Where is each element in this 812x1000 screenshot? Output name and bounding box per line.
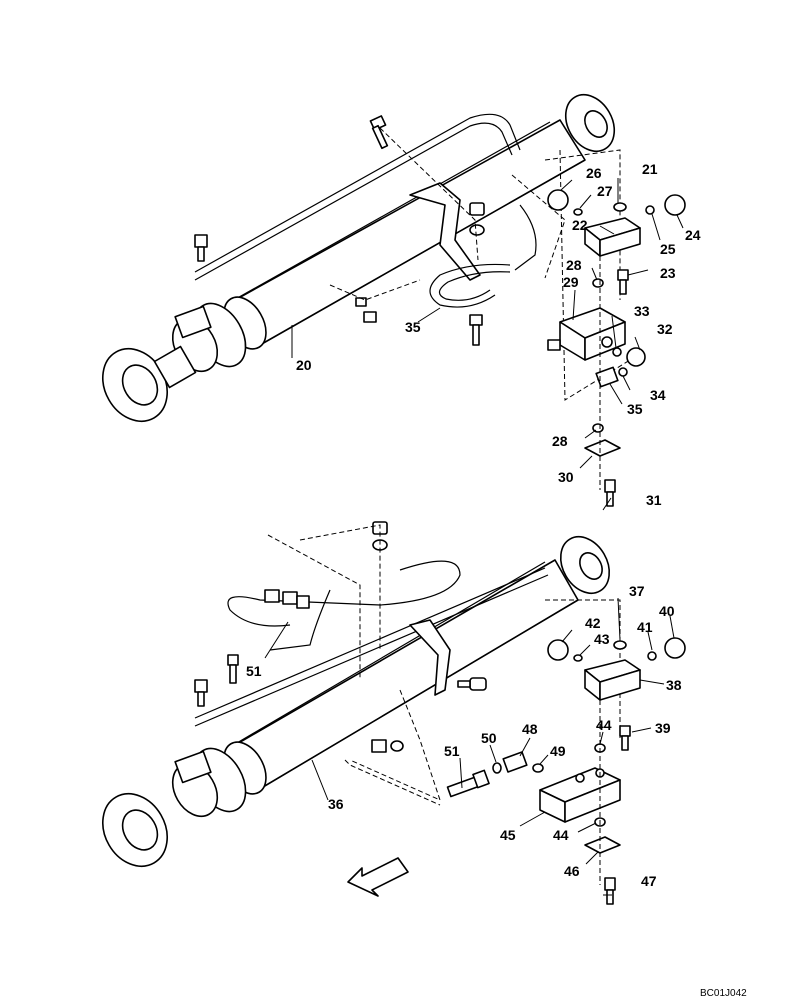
lower-screw-47-icon [604, 877, 616, 905]
lower-oring-50 [492, 762, 502, 774]
lower-fitting-42 [547, 639, 569, 661]
upper-clamp [409, 182, 481, 281]
upper-fitting-b [363, 311, 377, 323]
upper-cylinder-barrel [171, 119, 586, 373]
callout-43: 43 [594, 631, 610, 647]
upper-rod-eye [102, 345, 197, 422]
upper-valve-29 [547, 307, 626, 361]
lower-oring-49 [532, 763, 544, 773]
lower-fitting-48 [502, 751, 528, 773]
direction-arrow-icon [347, 857, 409, 897]
lower-mount-block [174, 750, 212, 784]
callout-28a: 28 [566, 257, 582, 273]
lower-oring-43 [573, 654, 583, 662]
lower-hose-loop [227, 560, 461, 627]
callout-41: 41 [637, 619, 653, 635]
callout-35b: 35 [627, 401, 643, 417]
lower-oring-37 [613, 640, 627, 650]
upper-mount-block [174, 305, 212, 339]
upper-bolt-icon [369, 115, 389, 150]
lower-bolt-icon [227, 654, 239, 684]
lower-rod-eye [102, 793, 168, 867]
upper-hose-loop [429, 263, 511, 308]
leader-lines [264, 178, 684, 896]
callout-48: 48 [522, 721, 538, 737]
lower-plug-40 [664, 637, 686, 659]
callout-46: 46 [564, 863, 580, 879]
callout-33: 33 [634, 303, 650, 319]
upper-cylinder-assembly [102, 93, 686, 507]
callout-labels: 20 21 22 23 24 25 26 27 28 29 30 31 32 3… [246, 161, 701, 889]
upper-plug-24 [664, 194, 686, 216]
lower-plate-46 [584, 836, 621, 854]
lower-manifold-block-38 [584, 659, 641, 701]
callout-25: 25 [660, 241, 676, 257]
callout-42: 42 [585, 615, 601, 631]
upper-screw-23-icon [617, 269, 629, 295]
lower-head-eye [559, 535, 611, 595]
callout-29: 29 [563, 274, 579, 290]
upper-fitting-26 [547, 189, 569, 211]
callout-32: 32 [657, 321, 673, 337]
callout-31: 31 [646, 492, 662, 508]
upper-oring-34 [618, 367, 628, 377]
lower-clamp [409, 619, 451, 696]
lower-fitting-cluster [264, 589, 310, 609]
callout-24: 24 [685, 227, 701, 243]
callout-44a: 44 [596, 717, 612, 733]
callout-51b: 51 [444, 743, 460, 759]
upper-oring-28a [592, 278, 604, 288]
upper-screw-icon [469, 314, 483, 346]
callout-40: 40 [659, 603, 675, 619]
lower-screw-icon [457, 677, 487, 691]
upper-screw-31-icon [604, 479, 616, 507]
upper-small-bolt-icon [194, 234, 208, 262]
upper-oring-25 [645, 205, 655, 215]
callout-20: 20 [296, 357, 312, 373]
lower-valve-45 [539, 767, 621, 823]
upper-nut [469, 202, 485, 216]
upper-oring-27 [573, 208, 583, 216]
lower-small-bolt-icon [194, 679, 208, 707]
lower-adapter-51 [446, 769, 490, 798]
upper-fitting-32 [626, 347, 646, 367]
upper-manifold-block [584, 217, 641, 257]
callout-26: 26 [586, 165, 602, 181]
upper-oring-21 [613, 202, 627, 212]
callout-45: 45 [500, 827, 516, 843]
callout-51a: 51 [246, 663, 262, 679]
upper-washer [469, 224, 485, 236]
upper-oring-33 [612, 347, 622, 357]
callout-35a: 35 [405, 319, 421, 335]
callout-22: 22 [572, 217, 588, 233]
callout-34: 34 [650, 387, 666, 403]
callout-39: 39 [655, 720, 671, 736]
upper-fitting-a [355, 297, 367, 307]
callout-30: 30 [558, 469, 574, 485]
lower-nut-b [371, 739, 387, 753]
callout-36: 36 [328, 796, 344, 812]
lower-oring-41 [647, 651, 657, 661]
upper-tube-line [194, 113, 521, 273]
lower-washer-b [390, 740, 404, 752]
callout-21: 21 [642, 161, 658, 177]
callout-28b: 28 [552, 433, 568, 449]
callout-47: 47 [641, 873, 657, 889]
callout-23: 23 [660, 265, 676, 281]
callout-27: 27 [597, 183, 613, 199]
upper-adapter-35 [595, 366, 619, 388]
callout-37: 37 [629, 583, 645, 599]
lower-screw-39-icon [619, 725, 631, 751]
upper-head-eye [564, 93, 616, 153]
lower-cylinder-barrel [171, 559, 579, 818]
callout-44b: 44 [553, 827, 569, 843]
drawing-code: BC01J042 [700, 988, 747, 999]
lower-tube-line [194, 567, 546, 719]
callout-50: 50 [481, 730, 497, 746]
upper-plate-30 [584, 439, 621, 457]
callout-49: 49 [550, 743, 566, 759]
lower-cylinder-assembly [102, 521, 686, 905]
callout-38: 38 [666, 677, 682, 693]
